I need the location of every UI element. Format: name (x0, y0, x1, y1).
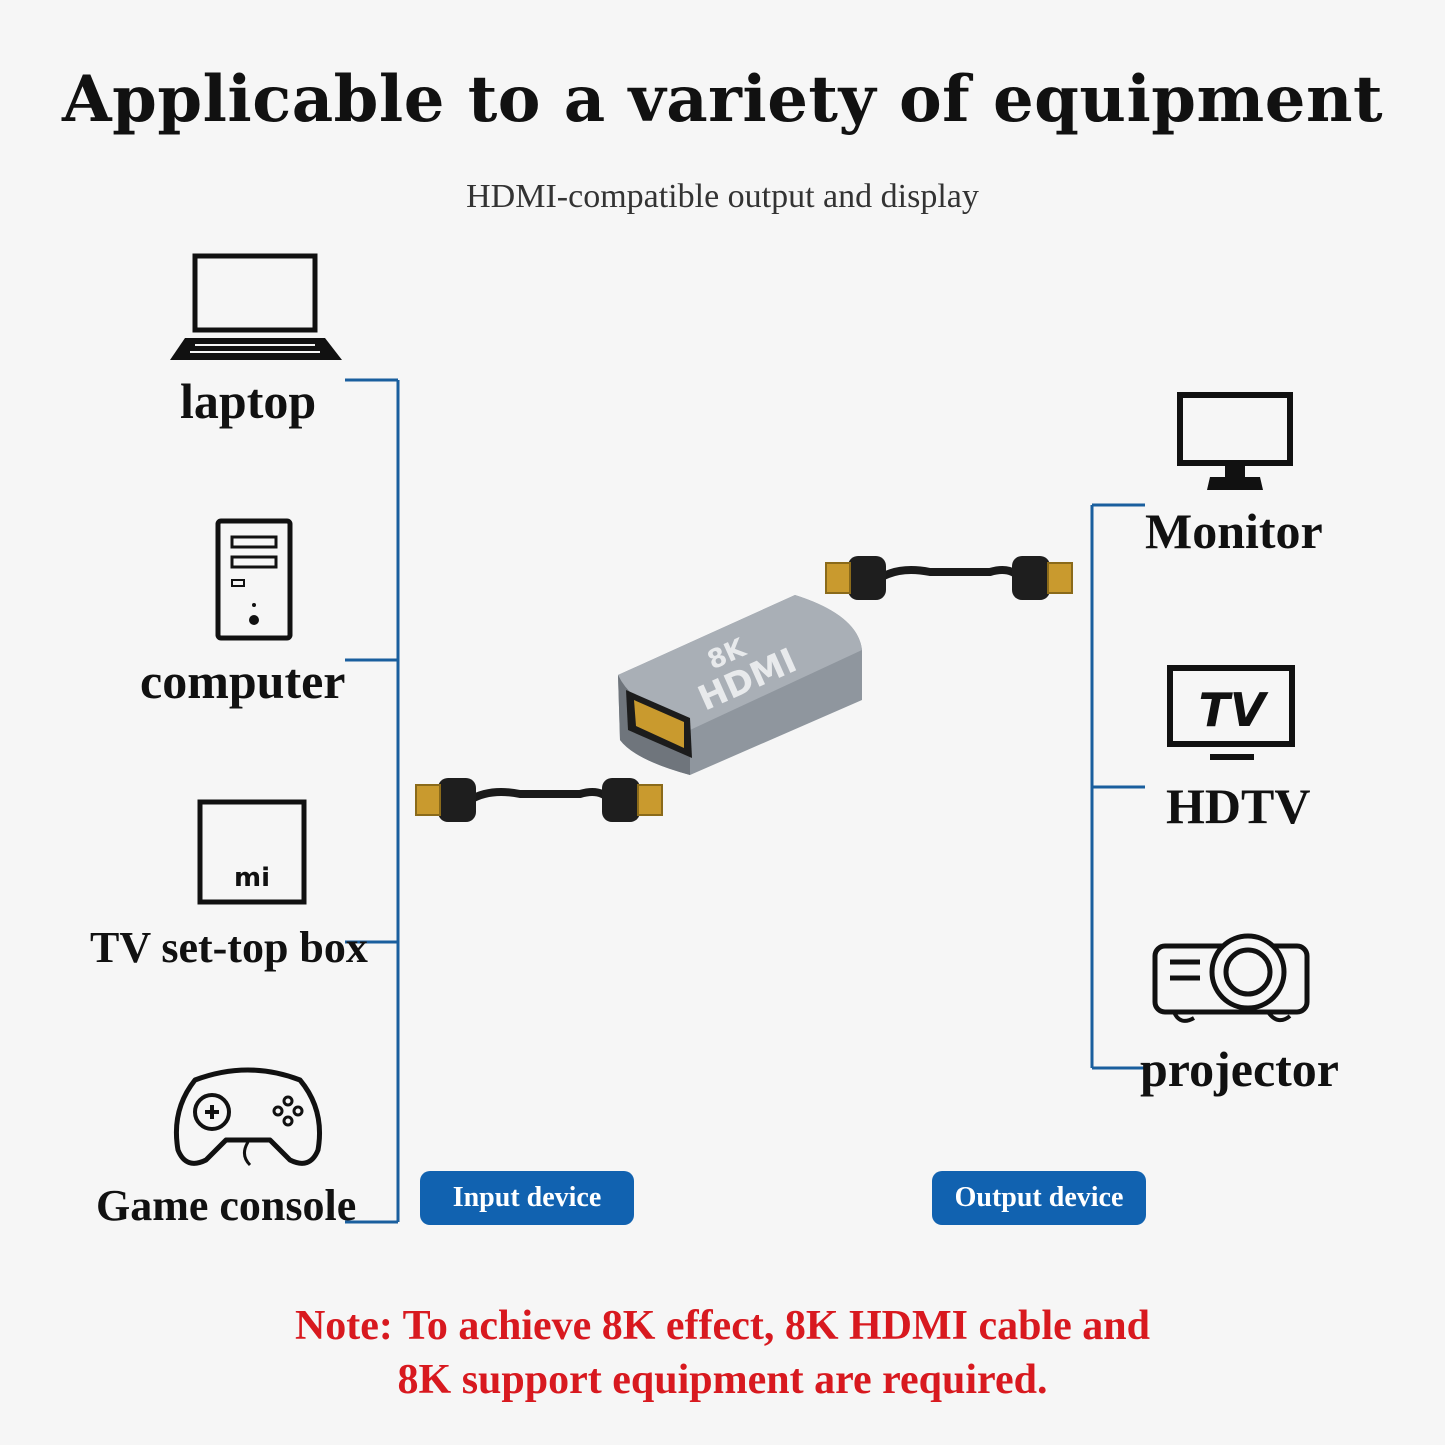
input-bracket (345, 378, 400, 1224)
hdmi-cable-input (415, 778, 663, 822)
device-label-projector: projector (1140, 1041, 1339, 1097)
gamepad-icon (173, 1067, 323, 1167)
page-subtitle: HDMI-compatible output and display (466, 178, 979, 215)
device-label-hdtv: HDTV (1166, 778, 1311, 834)
laptop-icon (170, 253, 342, 360)
device-label-computer: computer (140, 653, 346, 709)
hdmi-adapter: 8K HDMI (618, 595, 862, 775)
device-label-laptop: laptop (180, 373, 317, 429)
page-title: Applicable to a variety of equipment (61, 62, 1384, 137)
input-device-badge: Input device (420, 1171, 634, 1225)
set-top-box-logo: mi (234, 863, 270, 893)
desktop-tower-icon (215, 518, 293, 641)
set-top-box-icon: mi (197, 799, 307, 905)
output-bracket (1090, 503, 1145, 1070)
tv-logo: TV (1199, 683, 1269, 737)
output-device-badge: Output device (932, 1171, 1146, 1225)
hdmi-cable-output (825, 556, 1073, 600)
note-line-1: Note: To achieve 8K effect, 8K HDMI cabl… (294, 1303, 1151, 1349)
device-label-game-console: Game console (96, 1181, 357, 1230)
projector-icon (1152, 933, 1310, 1023)
monitor-icon (1177, 392, 1293, 490)
device-label-set-top-box: TV set-top box (90, 923, 368, 972)
note-line-2: 8K support equipment are required. (397, 1357, 1048, 1403)
tv-icon: TV (1167, 665, 1295, 760)
device-label-monitor: Monitor (1145, 503, 1323, 559)
